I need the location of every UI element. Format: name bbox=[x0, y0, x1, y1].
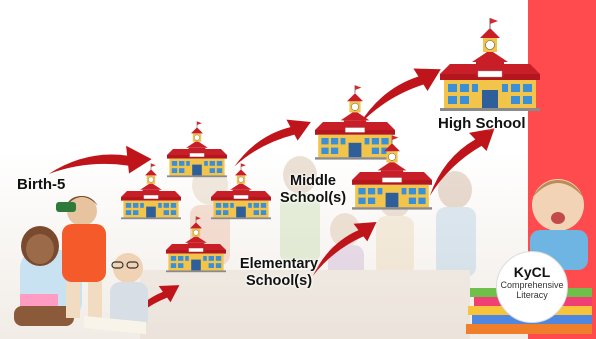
badge-subtitle: Comprehensive Literacy bbox=[500, 280, 564, 300]
label-birth-5: Birth-5 bbox=[17, 176, 66, 193]
kycl-badge: KyCL Comprehensive Literacy bbox=[496, 251, 568, 323]
badge-title: KyCL bbox=[513, 264, 551, 280]
label-elementary: Elementary School(s) bbox=[239, 256, 319, 289]
label-middle: Middle School(s) bbox=[280, 173, 347, 206]
child-photo bbox=[84, 253, 148, 334]
child-photo bbox=[56, 196, 106, 318]
label-high-school: High School bbox=[438, 115, 526, 132]
